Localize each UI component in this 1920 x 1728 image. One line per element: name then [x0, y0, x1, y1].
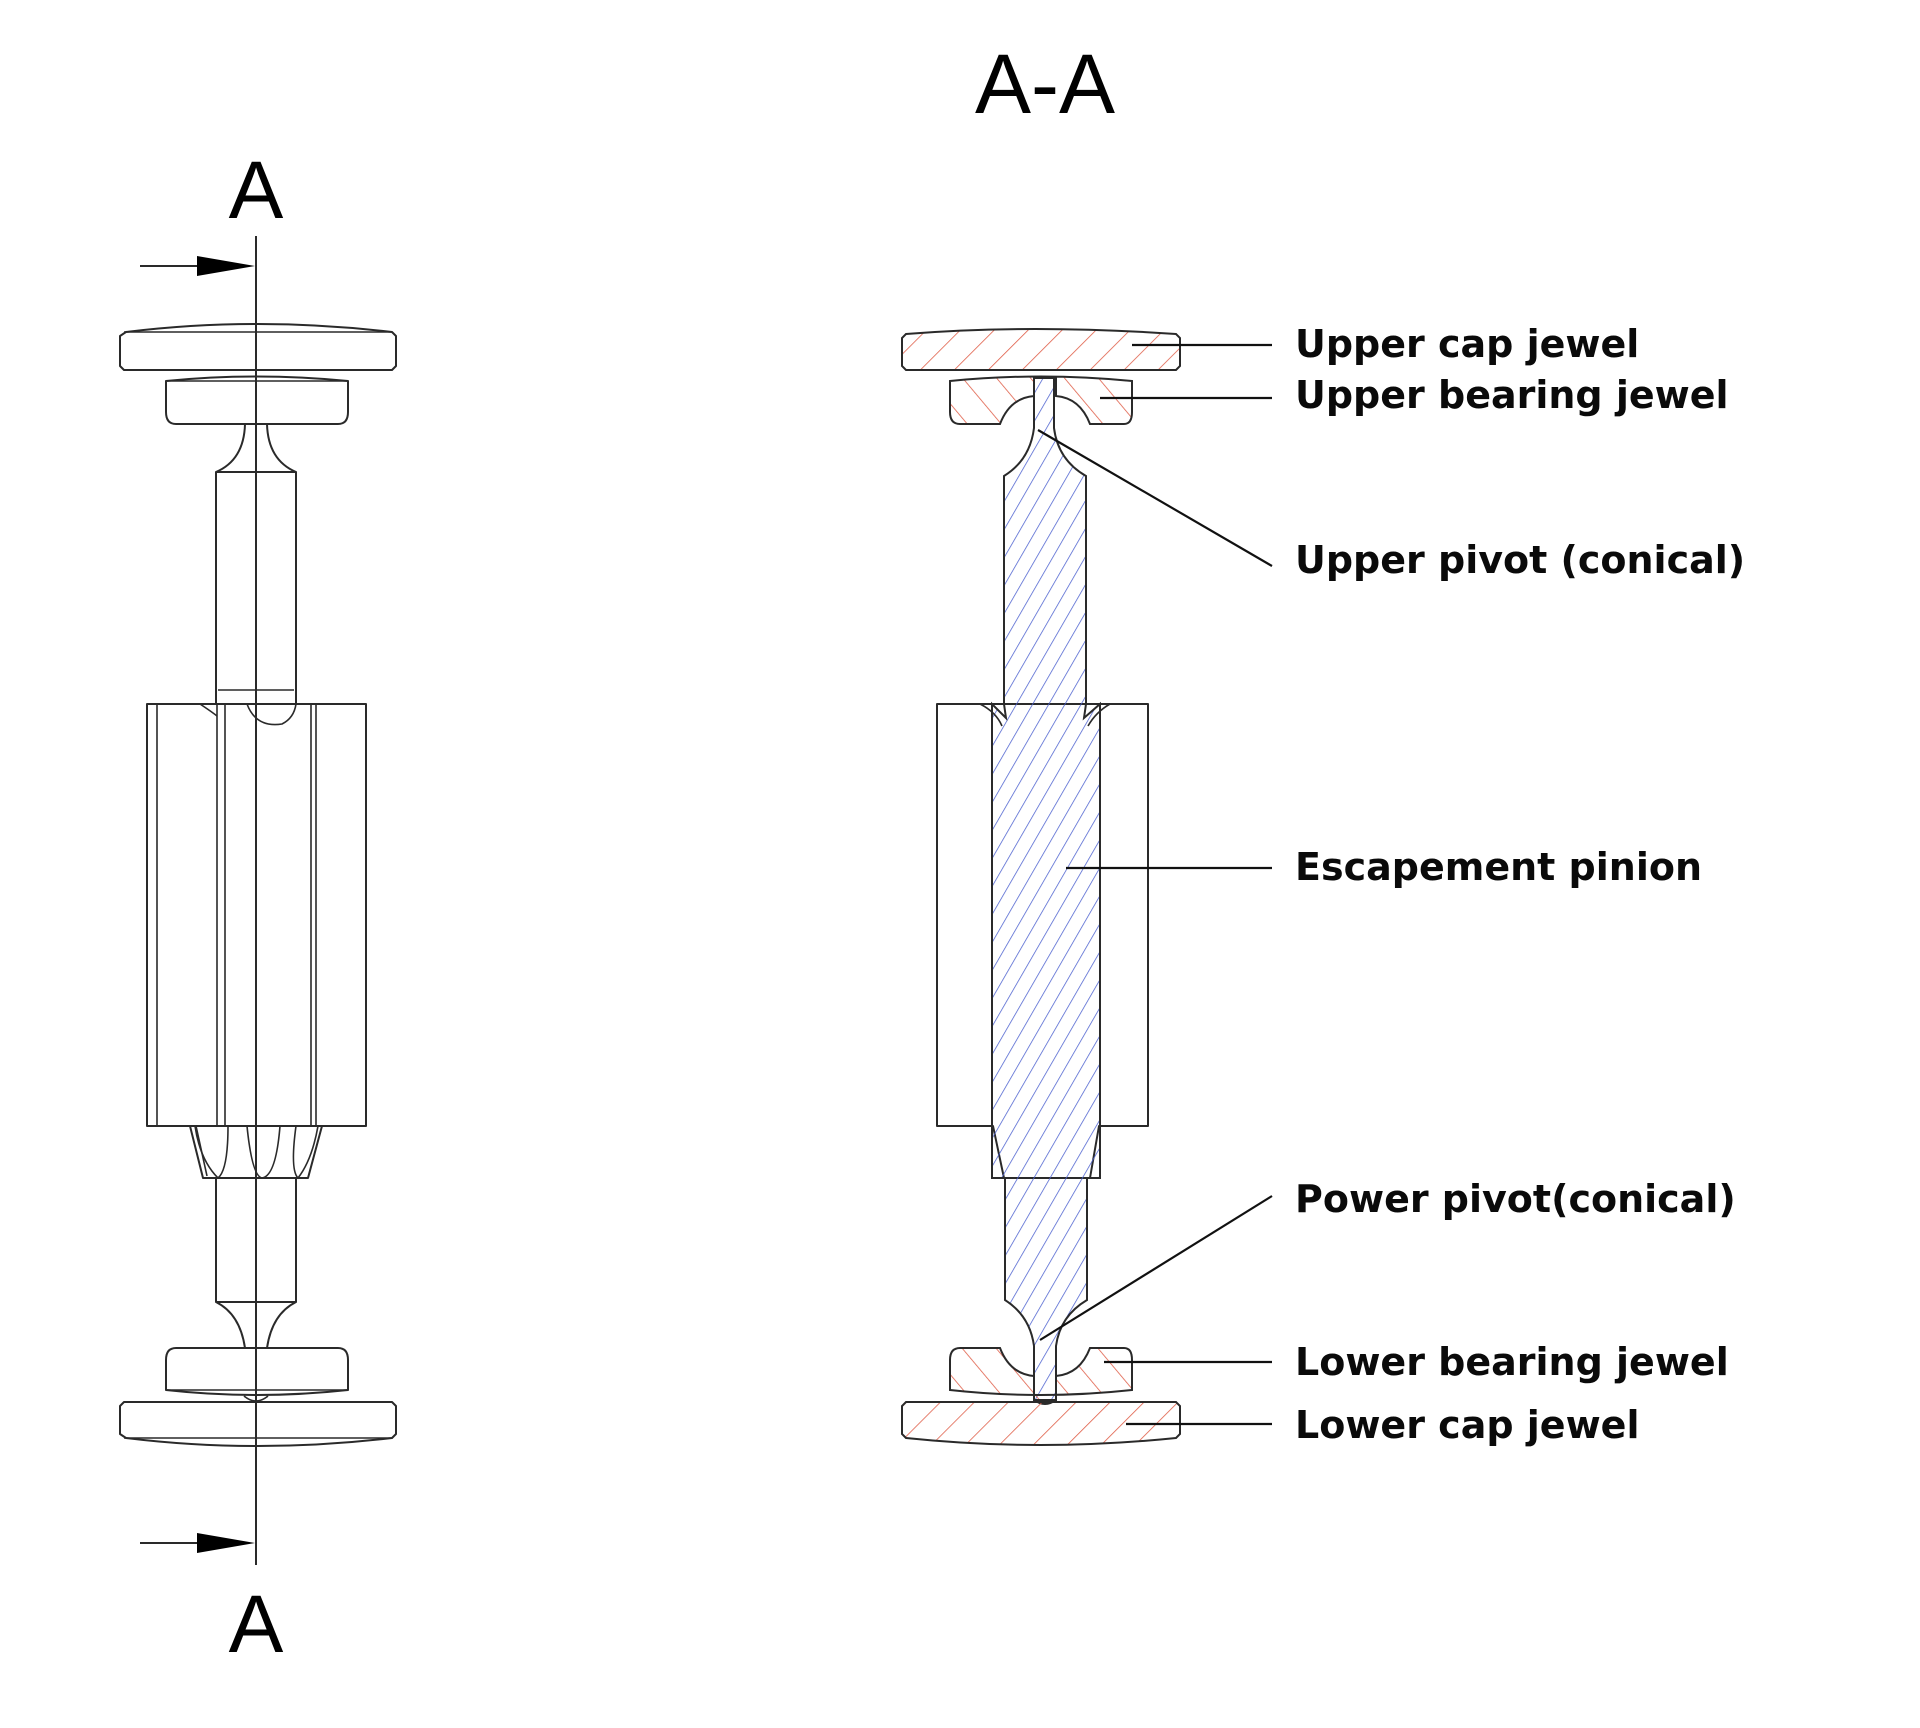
upper-cap-jewel-exterior [119, 323, 397, 371]
section-arrow-top [140, 256, 255, 276]
leader-power-pivot [1039, 1195, 1273, 1341]
label-lower-bearing-jewel: Lower bearing jewel [1295, 1340, 1729, 1384]
section-letter-bottom: A [229, 1579, 284, 1670]
exterior-view: A A [119, 145, 397, 1670]
section-title: A-A [975, 37, 1115, 131]
leader-lines [1037, 343, 1273, 1426]
label-upper-cap-jewel: Upper cap jewel [1295, 322, 1639, 366]
label-upper-pivot: Upper pivot (conical) [1295, 538, 1745, 582]
section-view [901, 328, 1181, 1446]
lower-cap-jewel-section [901, 1401, 1181, 1446]
section-letter-top: A [229, 145, 284, 236]
lower-cap-jewel-exterior [119, 1401, 397, 1447]
arbor-section [991, 377, 1101, 1405]
label-power-pivot: Power pivot(conical) [1295, 1177, 1736, 1221]
label-escapement-pinion: Escapement pinion [1295, 845, 1702, 889]
lower-bearing-jewel-section [949, 1347, 1133, 1401]
upper-bearing-jewel-section [949, 375, 1133, 425]
upper-cap-jewel-section [901, 328, 1181, 371]
part-labels: Upper cap jewel Upper bearing jewel Uppe… [1295, 322, 1745, 1447]
section-arrow-bottom [140, 1533, 255, 1553]
label-upper-bearing-jewel: Upper bearing jewel [1295, 373, 1729, 417]
label-lower-cap-jewel: Lower cap jewel [1295, 1403, 1639, 1447]
leader-upper-pivot [1037, 429, 1273, 567]
